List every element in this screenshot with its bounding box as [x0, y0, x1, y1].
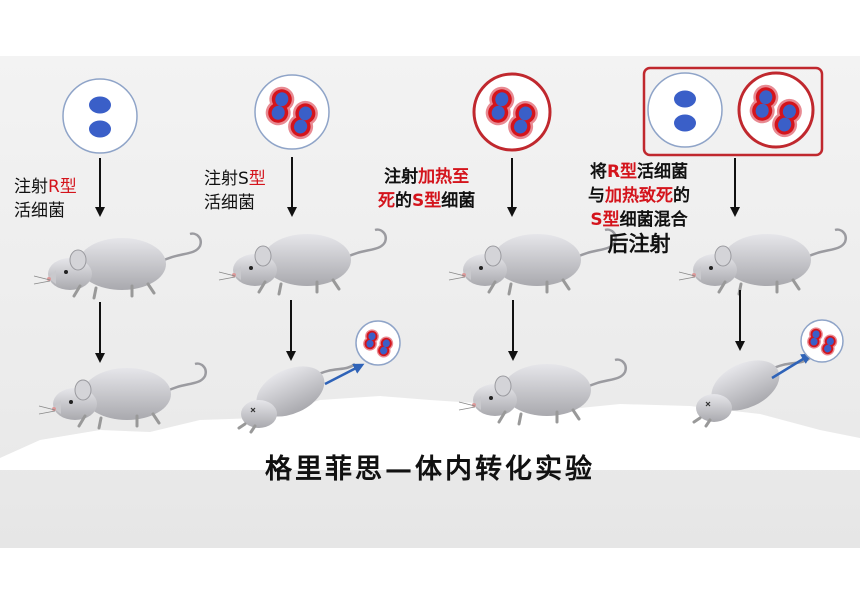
exp4-isolated-s-dish [800, 319, 844, 363]
label-text: 活细菌 [204, 193, 255, 213]
label-highlight: S型 [412, 191, 442, 211]
mouse-icon [37, 362, 208, 430]
exp3-label: 注射加热至死的S型细菌 [378, 165, 475, 213]
label-text: 的 [673, 186, 690, 206]
mouse-icon [677, 228, 848, 296]
exp4-heat-killed-s-dish [737, 71, 815, 149]
label-text: 活细菌 [637, 162, 689, 182]
ground-hill [0, 396, 860, 470]
exp1-label-line: 注射R型 [14, 175, 77, 199]
exp2-column [217, 74, 401, 434]
label-text: 的 [395, 191, 412, 211]
label-text: 后注射 [607, 232, 671, 256]
exp1-label-line: 活细菌 [14, 199, 77, 223]
exp1-column [32, 78, 208, 430]
exp2-s-bacteria-dish [254, 74, 330, 150]
exp2-label: 注射S型活细菌 [204, 167, 266, 215]
label-highlight: 加热致死 [605, 186, 673, 206]
label-text: 将 [589, 162, 607, 182]
exp1-r-bacteria-dish [62, 78, 138, 154]
exp3-label-line: 注射加热至 [378, 165, 475, 189]
exp2-isolated-s-dish [355, 320, 401, 366]
exp2-label-line: 注射S型 [204, 167, 266, 191]
exp3-heat-killed-s-dish [472, 72, 552, 152]
label-text: 活细菌 [14, 201, 65, 221]
exp4-label-line: S型细菌混合 [588, 208, 690, 232]
mouse-icon [217, 228, 388, 296]
exp3-column [447, 72, 628, 426]
exp4-label-line: 将R型活细菌 [588, 160, 690, 184]
label-highlight: 型 [248, 169, 266, 189]
isolation-arrow-icon [771, 353, 813, 380]
label-text: 注射 [14, 177, 48, 197]
label-highlight: R型 [48, 177, 77, 197]
mixture-frame [642, 66, 824, 157]
label-highlight: 加热至 [418, 167, 470, 187]
label-text: 与 [588, 186, 605, 206]
mouse-icon [32, 232, 203, 300]
label-text: 细菌混合 [619, 210, 688, 230]
exp1-label: 注射R型活细菌 [14, 175, 77, 223]
label-text: 注射 [384, 167, 419, 187]
label-text: 注射S [204, 169, 249, 189]
exp4-label-line: 后注射 [588, 232, 690, 258]
label-highlight: S型 [590, 210, 620, 230]
exp2-label-line: 活细菌 [204, 191, 266, 215]
label-highlight: 死 [378, 191, 395, 211]
page-title: 格里菲思—体内转化实验 [265, 454, 595, 485]
exp4-label-line: 与加热致死的 [588, 184, 690, 208]
exp4-column [647, 71, 848, 428]
exp4-r-bacteria-dish [647, 72, 723, 148]
label-text: 细菌 [441, 191, 476, 211]
exp3-label-line: 死的S型细菌 [378, 189, 475, 213]
label-highlight: R型 [606, 162, 638, 182]
isolation-arrow-icon [324, 363, 365, 386]
